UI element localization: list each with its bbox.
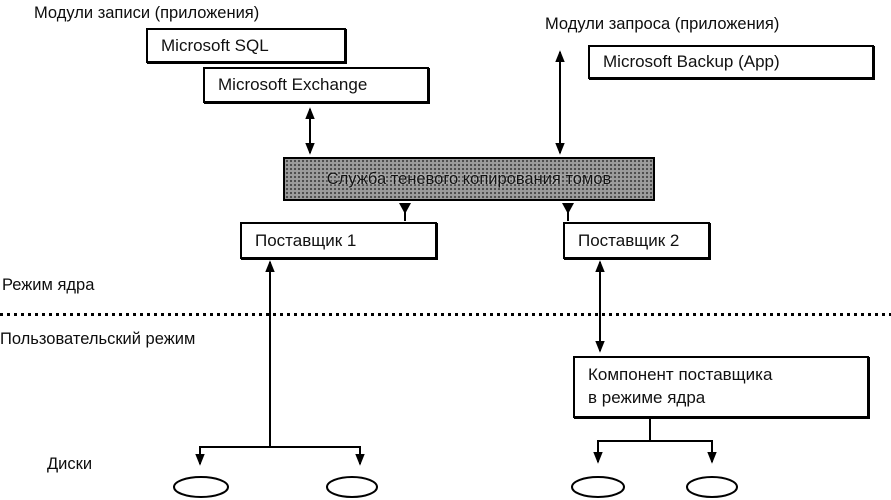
vss-service-label: Служба теневого копирования томов [326,169,612,188]
disk-ellipse [571,476,625,498]
microsoft-backup-box: Microsoft Backup (App) [588,45,874,79]
service-to-provider2-arrow [562,203,574,221]
microsoft-backup-label: Microsoft Backup (App) [603,52,780,71]
user-mode-label: Пользовательский режим [0,330,196,348]
disk-shapes [173,476,738,498]
microsoft-sql-label: Microsoft SQL [161,35,269,55]
vss-service-box: Служба теневого копирования томов [283,157,655,201]
disk-ellipse [326,476,378,498]
disk-ellipse [686,476,738,498]
microsoft-exchange-label: Microsoft Exchange [218,75,368,94]
disks-label: Диски [47,455,93,473]
kernel-mode-label: Режим ядра [2,276,95,294]
provider1-label: Поставщик 1 [255,230,357,250]
microsoft-sql-box: Microsoft SQL [146,28,346,63]
microsoft-exchange-box: Microsoft Exchange [203,67,429,103]
provider2-box: Поставщик 2 [563,222,710,259]
provider1-box: Поставщик 1 [240,222,437,259]
kernel-component-to-disks-connector [593,419,717,464]
service-to-provider1-arrow [399,203,411,221]
requestors-label: Модули запроса (приложения) [545,15,780,33]
kernel-component-label-line2: в режиме ядра [588,388,706,407]
disks-to-provider1-arrow [195,260,365,466]
kernel-component-label-line1: Компонент поставщика [588,365,773,385]
disk-ellipse [173,476,229,498]
writers-label: Модули записи (приложения) [34,4,260,22]
mode-divider-line [0,313,891,316]
provider2-label: Поставщик 2 [578,230,680,250]
kernel-component-box: Компонент поставщика в режиме ядра [573,356,869,418]
